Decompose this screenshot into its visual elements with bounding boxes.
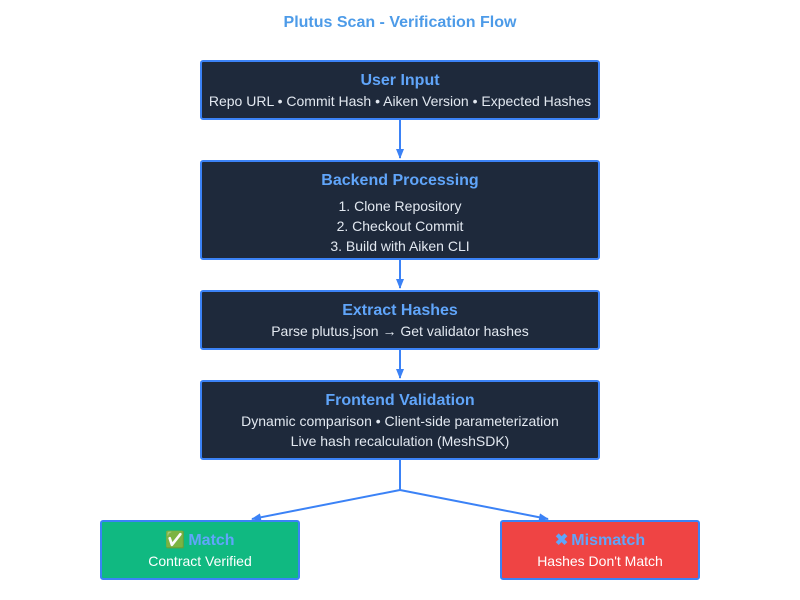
backend-processing-node: Backend Processing 1. Clone Repository 2… [200,160,600,260]
arrow-to-mismatch [399,489,549,522]
frontend-validation-node: Frontend Validation Dynamic comparison •… [200,380,600,460]
match-detail: Contract Verified [148,553,252,569]
mismatch-node: ✖Mismatch Hashes Don't Match [500,520,700,580]
cross-icon: ✖ [554,532,569,549]
extract-hashes-heading: Extract Hashes [342,302,458,319]
frontend-validation-detail-1: Dynamic comparison • Client-side paramet… [241,413,559,429]
arrow-to-match [251,489,401,522]
extract-hashes-node: Extract Hashes Parse plutus.json → Get v… [200,290,600,350]
mismatch-heading-row: ✖Mismatch [502,531,698,551]
diagram-title: Plutus Scan - Verification Flow [283,14,517,31]
backend-processing-heading: Backend Processing [321,172,479,189]
user-input-node: User Input Repo URL • Commit Hash • Aike… [200,60,600,120]
frontend-validation-detail-2: Live hash recalculation (MeshSDK) [290,433,510,449]
user-input-detail: Repo URL • Commit Hash • Aiken Version •… [208,93,592,109]
match-node: ✅Match Contract Verified [100,520,300,580]
backend-step-checkout: 2. Checkout Commit [336,218,464,234]
mismatch-detail: Hashes Don't Match [537,553,663,569]
frontend-validation-heading: Frontend Validation [325,392,475,409]
check-icon: ✅ [165,532,186,549]
mismatch-heading: Mismatch [571,532,646,549]
match-heading-row: ✅Match [102,531,298,551]
extract-hashes-detail: Parse plutus.json → Get validator hashes [271,323,529,339]
user-input-heading: User Input [360,72,440,89]
match-heading: Match [188,532,235,549]
backend-step-build: 3. Build with Aiken CLI [330,238,470,254]
backend-step-clone: 1. Clone Repository [338,198,462,214]
